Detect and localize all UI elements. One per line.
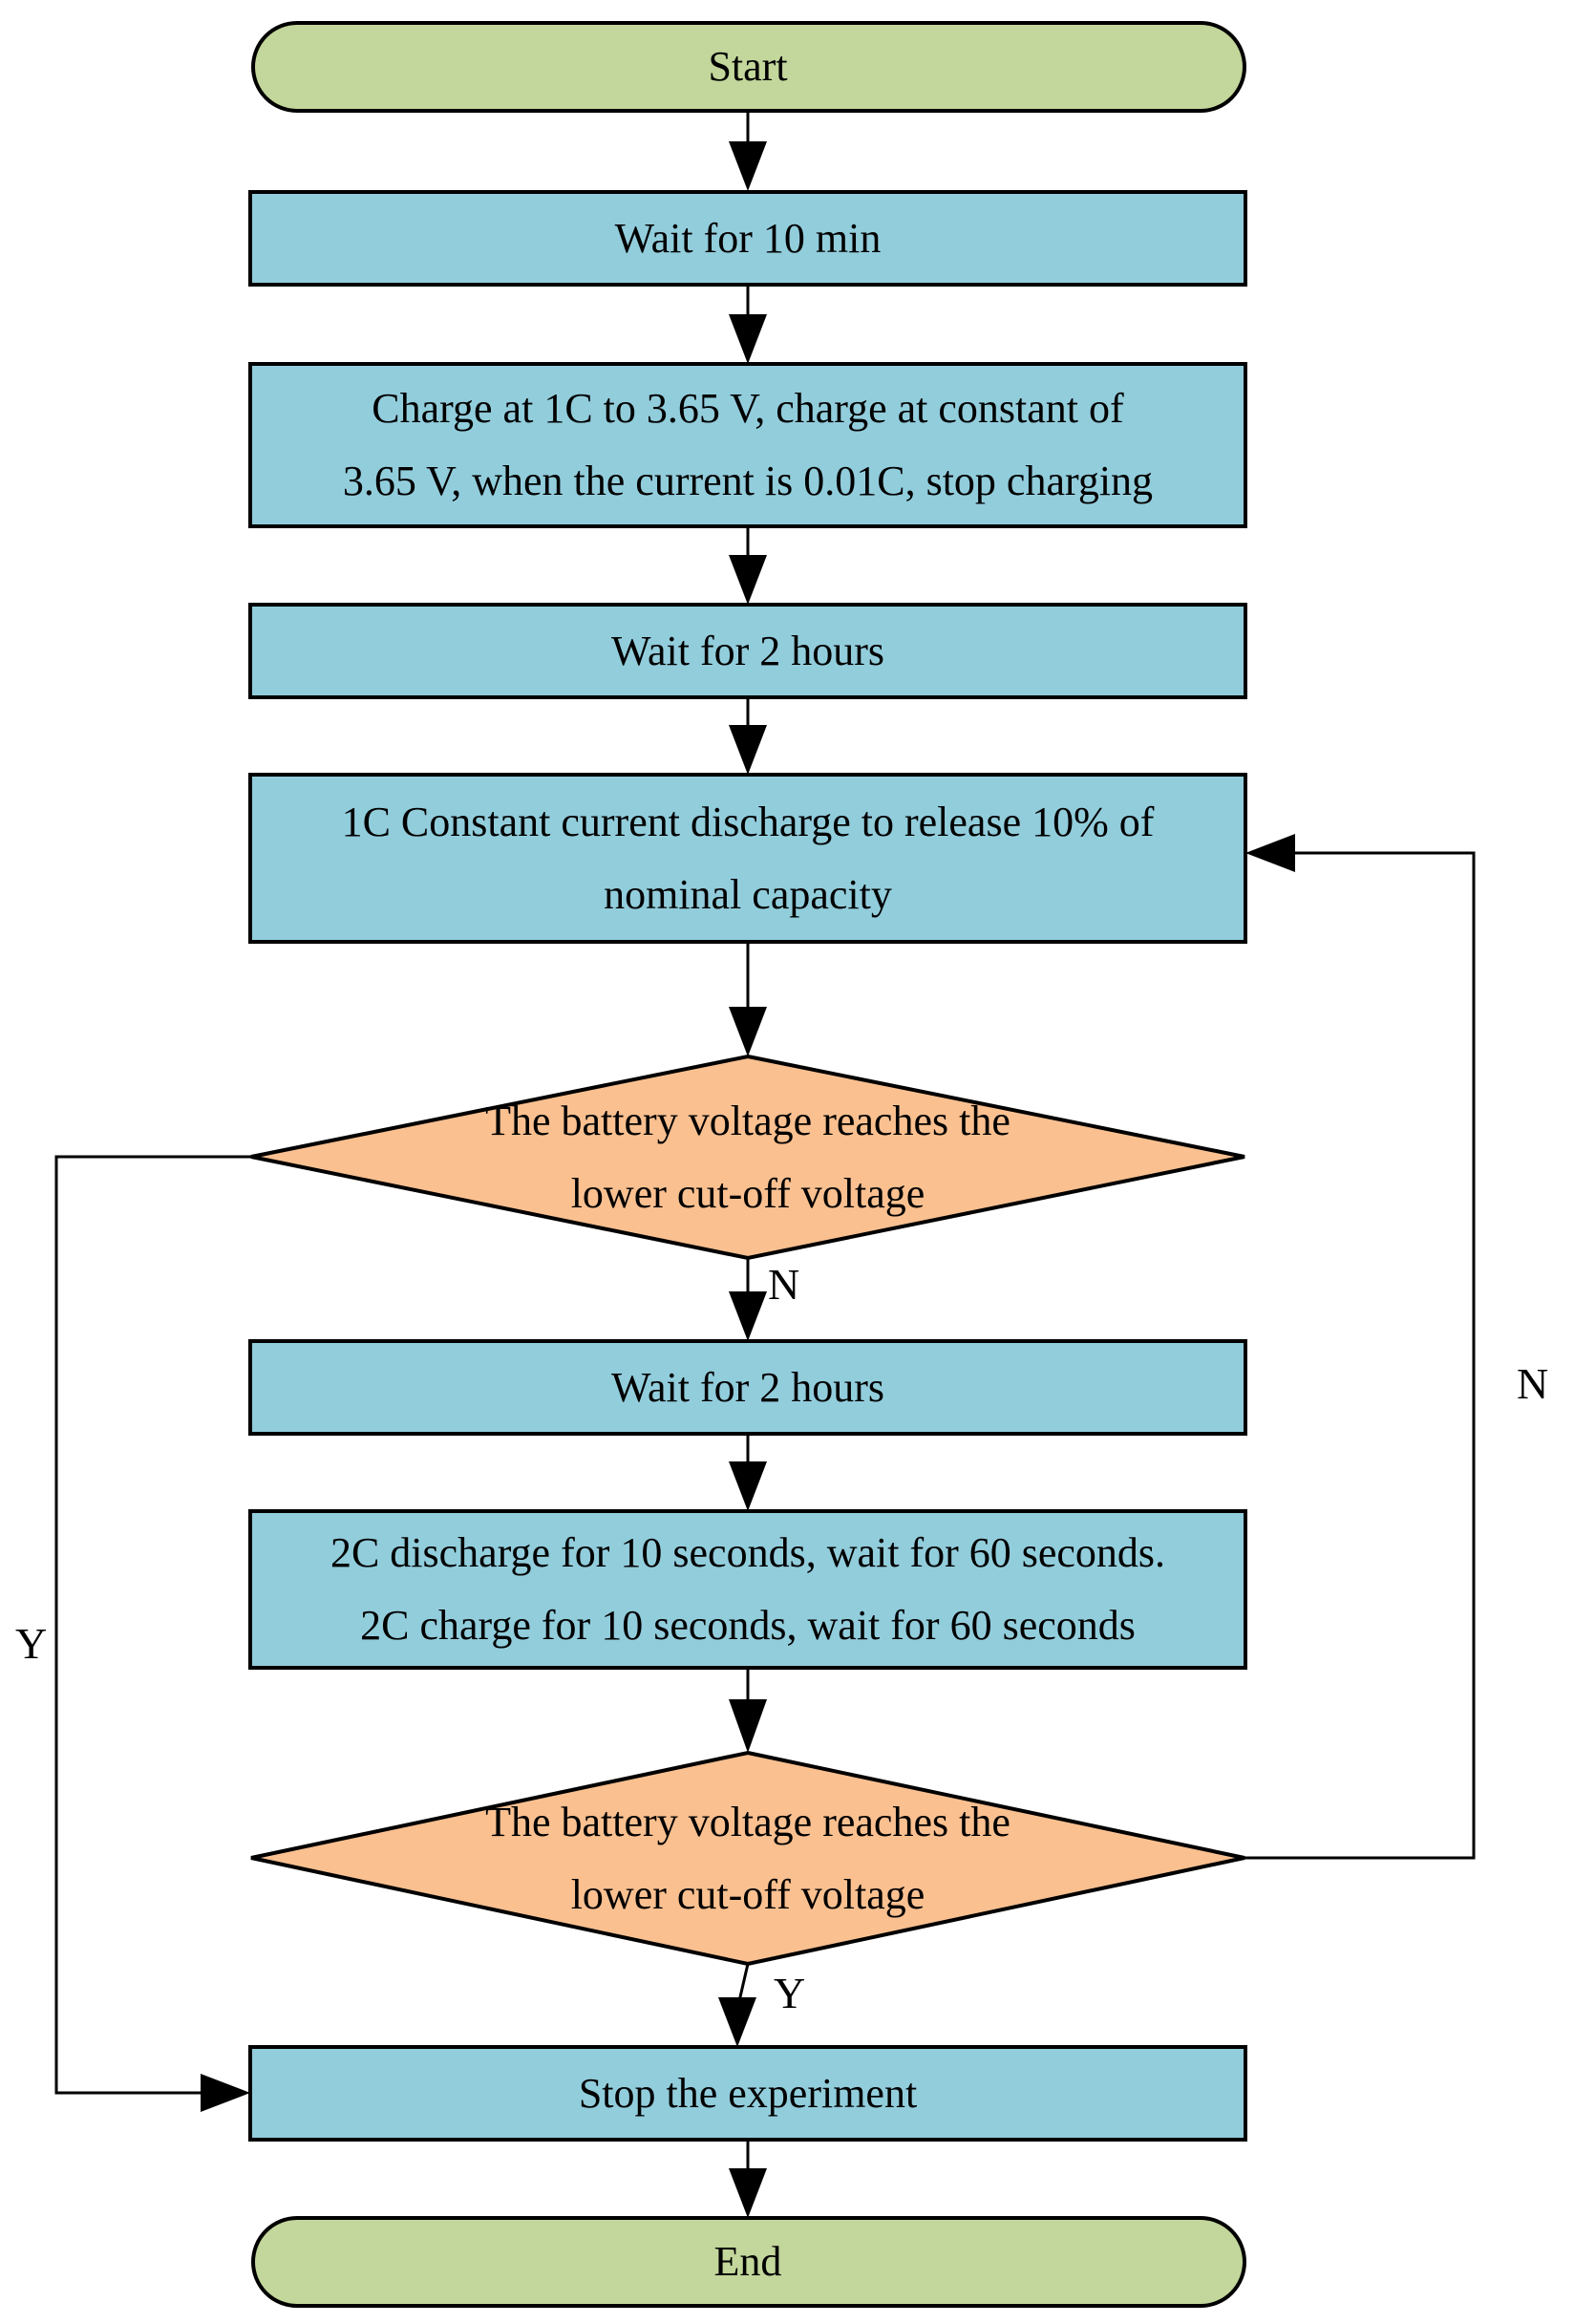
arrowhead-down-icon <box>729 1291 767 1341</box>
decision2-label: The battery voltage reaches the lower cu… <box>485 1798 1010 1918</box>
start-label: Start <box>708 43 788 91</box>
edge-decision2-stop <box>737 1963 750 2002</box>
wait10min-label: Wait for 10 min <box>614 214 882 262</box>
arrowhead-down-icon <box>729 1461 767 1511</box>
decision1-label: The battery voltage reaches the lower cu… <box>485 1097 1010 1217</box>
end-terminal-shape <box>251 2216 1246 2308</box>
arrowhead-down-icon <box>729 1007 767 1056</box>
discharge1c-process-shape <box>248 773 1247 944</box>
charge-process-shape <box>248 362 1247 528</box>
end-label: End <box>713 2238 782 2286</box>
stop-process-shape <box>248 2045 1247 2142</box>
arrowhead-down-icon <box>729 314 767 364</box>
edge-decision1-yes-loop <box>54 1155 251 2095</box>
decision1-diamond-shape <box>250 1054 1245 1261</box>
arrowhead-left-icon <box>1245 834 1295 872</box>
arrowhead-down-icon <box>729 725 767 775</box>
arrowhead-down-icon <box>729 141 767 191</box>
arrowhead-down-icon <box>729 1699 767 1753</box>
pulse2c-process-shape <box>248 1509 1247 1670</box>
arrowhead-down-icon <box>718 1997 756 2047</box>
charge-label: Charge at 1C to 3.65 V, charge at consta… <box>342 385 1154 504</box>
pulse2c-label: 2C discharge for 10 seconds, wait for 60… <box>330 1529 1166 1649</box>
arrowhead-down-icon <box>729 2168 767 2218</box>
decision2-no-branch-label: N <box>1517 1359 1549 1408</box>
wait10min-process-shape <box>248 190 1247 287</box>
wait2h2-label: Wait for 2 hours <box>610 1363 885 1411</box>
wait2h1-process-shape <box>248 603 1247 699</box>
arrowhead-right-icon <box>201 2074 250 2112</box>
stop-label: Stop the experiment <box>578 2069 918 2117</box>
decision2-yes-branch-label: Y <box>774 1969 806 2017</box>
wait2h1-label: Wait for 2 hours <box>610 627 885 674</box>
arrowhead-down-icon <box>729 555 767 605</box>
discharge1c-label: 1C Constant current discharge to release… <box>341 798 1155 918</box>
decision2-diamond-shape <box>250 1750 1245 1967</box>
start-terminal-shape <box>251 21 1246 113</box>
wait2h2-process-shape <box>248 1339 1247 1436</box>
decision1-no-branch-label: N <box>768 1260 800 1309</box>
edge-decision2-no-loop <box>1244 851 1476 1860</box>
decision1-yes-branch-label: Y <box>8 1618 55 1671</box>
